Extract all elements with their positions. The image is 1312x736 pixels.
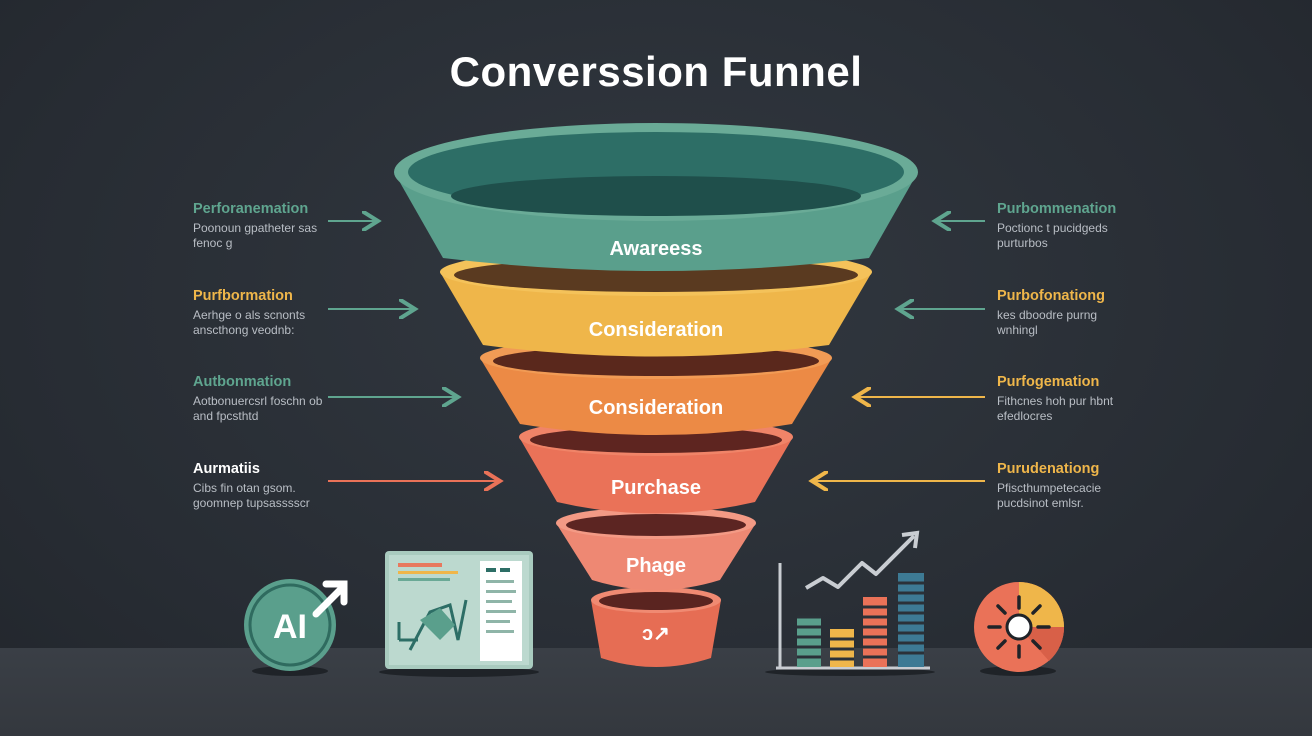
funnel-stage-5-label: Phage: [626, 555, 686, 577]
left-note-2: Purfbormation Aerhge o als scnonts ansct…: [193, 288, 343, 338]
left-note-4-title: Aurmatiis: [193, 461, 260, 477]
right-note-2-desc: kes dboodre purng wnhingl: [997, 308, 1098, 337]
left-note-3-desc: Aotbonuercsrl foschn ob and fpcsthtd: [193, 394, 323, 423]
right-note-3: Purfogemation Fithcnes hoh pur hbnt efed…: [997, 374, 1137, 424]
funnel-stage-1: Awareess: [394, 123, 918, 271]
funnel-stage-2-label: Consideration: [589, 319, 723, 341]
funnel-stage-1-label: Awareess: [609, 238, 702, 260]
left-note-3-title: Autbonmation: [193, 374, 292, 390]
right-note-1: Purbommenation Poctionc t pucidgeds purt…: [997, 201, 1137, 251]
left-note-1-desc: Poonoun gpatheter sas fenoc g: [193, 221, 318, 250]
funnel-stage-5: Phage: [556, 507, 756, 590]
right-note-1-desc: Poctionc t pucidgeds purturbos: [997, 221, 1108, 250]
ai-badge-icon: AI: [244, 579, 348, 676]
right-note-4: Purudenationg Pfiscthumpetecacie pucdsin…: [997, 461, 1137, 511]
dashboard-icon: [379, 551, 539, 677]
right-note-3-desc: Fithcnes hoh pur hbnt efedlocres: [997, 394, 1114, 423]
left-note-1-title: Perforanemation: [193, 201, 309, 217]
right-note-2: Purbofonationg kes dboodre purng wnhingl: [997, 288, 1137, 338]
funnel-stage-6: ↄ↗: [591, 587, 721, 667]
funnel-stage-4-label: Purchase: [611, 477, 701, 499]
right-note-4-desc: Pfiscthumpetecacie pucdsinot emlsr.: [997, 481, 1102, 510]
right-note-2-title: Purbofonationg: [997, 288, 1105, 304]
left-note-3: Autbonmation Aotbonuercsrl foschn ob and…: [193, 374, 343, 424]
bar-chart-icon: [765, 530, 935, 676]
right-note-3-title: Purfogemation: [997, 374, 1100, 390]
left-note-2-title: Purfbormation: [193, 288, 293, 304]
left-note-1: Perforanemation Poonoun gpatheter sas fe…: [193, 201, 343, 251]
ai-badge-label: AI: [273, 608, 307, 646]
gear-icon: [974, 582, 1065, 676]
left-note-4-desc: Cibs fin otan gsom. goomnep tupsasssscr: [193, 481, 310, 510]
left-note-4: Aurmatiis Cibs fin otan gsom. goomnep tu…: [193, 461, 343, 511]
left-note-2-desc: Aerhge o als scnonts anscthong veodnb:: [193, 308, 306, 337]
right-note-1-title: Purbommenation: [997, 201, 1117, 217]
funnel-stage-6-label: ↄ↗: [642, 623, 670, 645]
funnel-stage-3-label: Consideration: [589, 397, 723, 419]
right-note-4-title: Purudenationg: [997, 461, 1100, 477]
page-title: Converssion Funnel: [449, 48, 863, 95]
